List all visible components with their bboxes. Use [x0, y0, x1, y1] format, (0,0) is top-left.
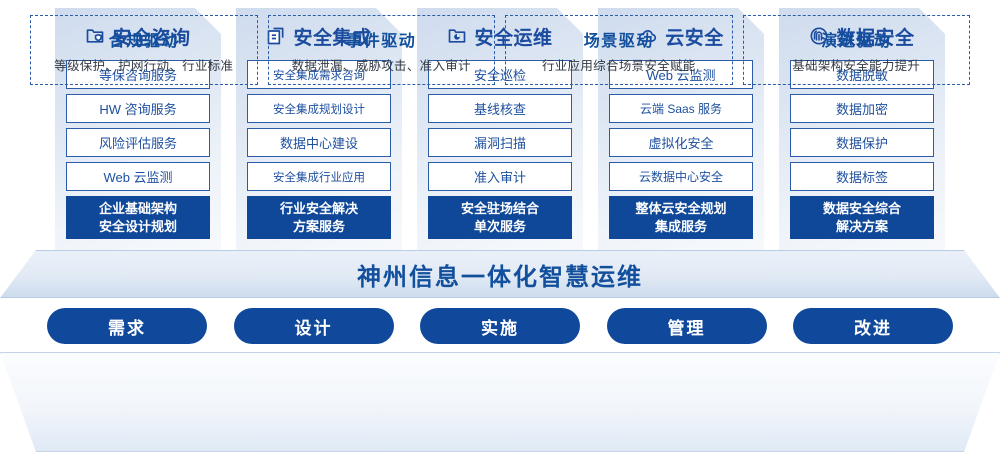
lifecycle-pill-requirement[interactable]: 需求	[47, 308, 207, 344]
column-header: 数据安全	[790, 18, 934, 54]
highlight-solution[interactable]: 整体云安全规划 集成服务	[609, 196, 753, 239]
capability-column-cloud-security[interactable]: 云安全 Web 云监测 云端 Saas 服务 虚拟化安全 云数据中心安全 整体云…	[598, 8, 764, 256]
driver-subtitle: 等级保护、护网行动、行业标准	[54, 58, 234, 73]
driver-card-incident[interactable]: 事件驱动 数据泄漏、威胁攻击、准入审计	[267, 15, 495, 85]
service-item[interactable]: 风险评估服务	[66, 128, 210, 157]
column-header: 安全运维	[428, 18, 572, 54]
cloud-icon	[638, 26, 658, 46]
driver-title: 合规驱动	[108, 32, 179, 50]
highlight-line-1: 整体云安全规划	[635, 200, 727, 216]
service-item[interactable]: 数据保护	[790, 128, 934, 157]
service-item[interactable]: Web 云监测	[66, 162, 210, 191]
capability-columns: 安全咨询 等保咨询服务 HW 咨询服务 风险评估服务 Web 云监测 企业基础架…	[0, 8, 1000, 256]
column-title: 安全集成	[293, 27, 372, 49]
driver-title: 演进驱动	[821, 32, 892, 50]
service-item[interactable]: 基线核查	[428, 94, 572, 123]
column-title: 数据安全	[836, 27, 915, 49]
fingerprint-icon	[809, 26, 829, 46]
lifecycle-pills: 需求 设计 实施 管理 改进	[0, 308, 1000, 344]
column-header: 安全集成	[247, 18, 391, 54]
column-title: 安全运维	[474, 27, 553, 49]
highlight-solution[interactable]: 企业基础架构 安全设计规划	[66, 196, 210, 239]
drivers-panel	[0, 352, 1000, 452]
driver-subtitle: 基础架构安全能力提升	[792, 58, 921, 73]
driver-card-compliance[interactable]: 合规驱动 等级保护、护网行动、行业标准	[30, 15, 258, 85]
driver-title: 事件驱动	[346, 32, 417, 50]
service-item[interactable]: 安全集成规划设计	[247, 94, 391, 123]
driver-subtitle: 行业应用综合场景安全赋能	[541, 58, 696, 73]
highlight-solution[interactable]: 安全驻场结合 单次服务	[428, 196, 572, 239]
folder-chart-icon	[447, 26, 467, 46]
service-item[interactable]: 漏洞扫描	[428, 128, 572, 157]
service-item[interactable]: HW 咨询服务	[66, 94, 210, 123]
service-item[interactable]: 数据中心建设	[247, 128, 391, 157]
column-title: 安全咨询	[112, 27, 191, 49]
service-item[interactable]: 云数据中心安全	[609, 162, 753, 191]
highlight-line-2: 安全设计规划	[98, 218, 177, 234]
service-item[interactable]: 安全集成行业应用	[247, 162, 391, 191]
drivers-list: 合规驱动 等级保护、护网行动、行业标准 事件驱动 数据泄漏、威胁攻击、准入审计 …	[0, 0, 1000, 100]
highlight-line-1: 企业基础架构	[98, 200, 177, 216]
column-header: 安全咨询	[66, 18, 210, 54]
service-item[interactable]: 准入审计	[428, 162, 572, 191]
service-item[interactable]: 数据加密	[790, 94, 934, 123]
documents-icon	[266, 26, 286, 46]
capability-column-data-security[interactable]: 数据安全 数据脱敏 数据加密 数据保护 数据标签 数据安全综合 解决方案	[779, 8, 945, 256]
service-item[interactable]: 数据标签	[790, 162, 934, 191]
column-title: 云安全	[665, 27, 724, 49]
highlight-solution[interactable]: 数据安全综合 解决方案	[790, 196, 934, 239]
highlight-line-2: 单次服务	[473, 218, 526, 234]
lifecycle-pill-design[interactable]: 设计	[233, 308, 394, 344]
lifecycle-pill-improvement[interactable]: 改进	[793, 308, 953, 344]
highlight-line-1: 数据安全综合	[822, 200, 901, 216]
highlight-line-1: 行业安全解决	[279, 200, 358, 216]
highlight-line-2: 集成服务	[654, 218, 707, 234]
driver-title: 场景驱动	[583, 32, 654, 50]
highlight-line-2: 解决方案	[835, 218, 888, 234]
highlight-line-1: 安全驻场结合	[460, 200, 539, 216]
driver-card-scenario[interactable]: 场景驱动 行业应用综合场景安全赋能	[505, 15, 733, 85]
capability-column-security-integration[interactable]: 安全集成 安全集成需求咨询 安全集成规划设计 数据中心建设 安全集成行业应用 行…	[236, 8, 402, 256]
lifecycle-pill-management[interactable]: 管理	[606, 308, 767, 344]
service-item[interactable]: 虚拟化安全	[609, 128, 753, 157]
capability-column-security-operations[interactable]: 安全运维 安全巡检 基线核查 漏洞扫描 准入审计 安全驻场结合 单次服务	[417, 8, 583, 256]
lifecycle-pill-implementation[interactable]: 实施	[420, 308, 580, 344]
platform-banner-title: 神州信息一体化智慧运维	[357, 263, 643, 291]
column-header: 云安全	[609, 18, 753, 54]
platform-banner: 神州信息一体化智慧运维	[0, 250, 1000, 298]
driver-card-evolution[interactable]: 演进驱动 基础架构安全能力提升	[742, 15, 970, 85]
highlight-line-2: 方案服务	[292, 218, 345, 234]
service-item[interactable]: 云端 Saas 服务	[609, 94, 753, 123]
folder-shield-icon	[85, 26, 105, 46]
driver-subtitle: 数据泄漏、威胁攻击、准入审计	[291, 58, 471, 73]
highlight-solution[interactable]: 行业安全解决 方案服务	[247, 196, 391, 239]
